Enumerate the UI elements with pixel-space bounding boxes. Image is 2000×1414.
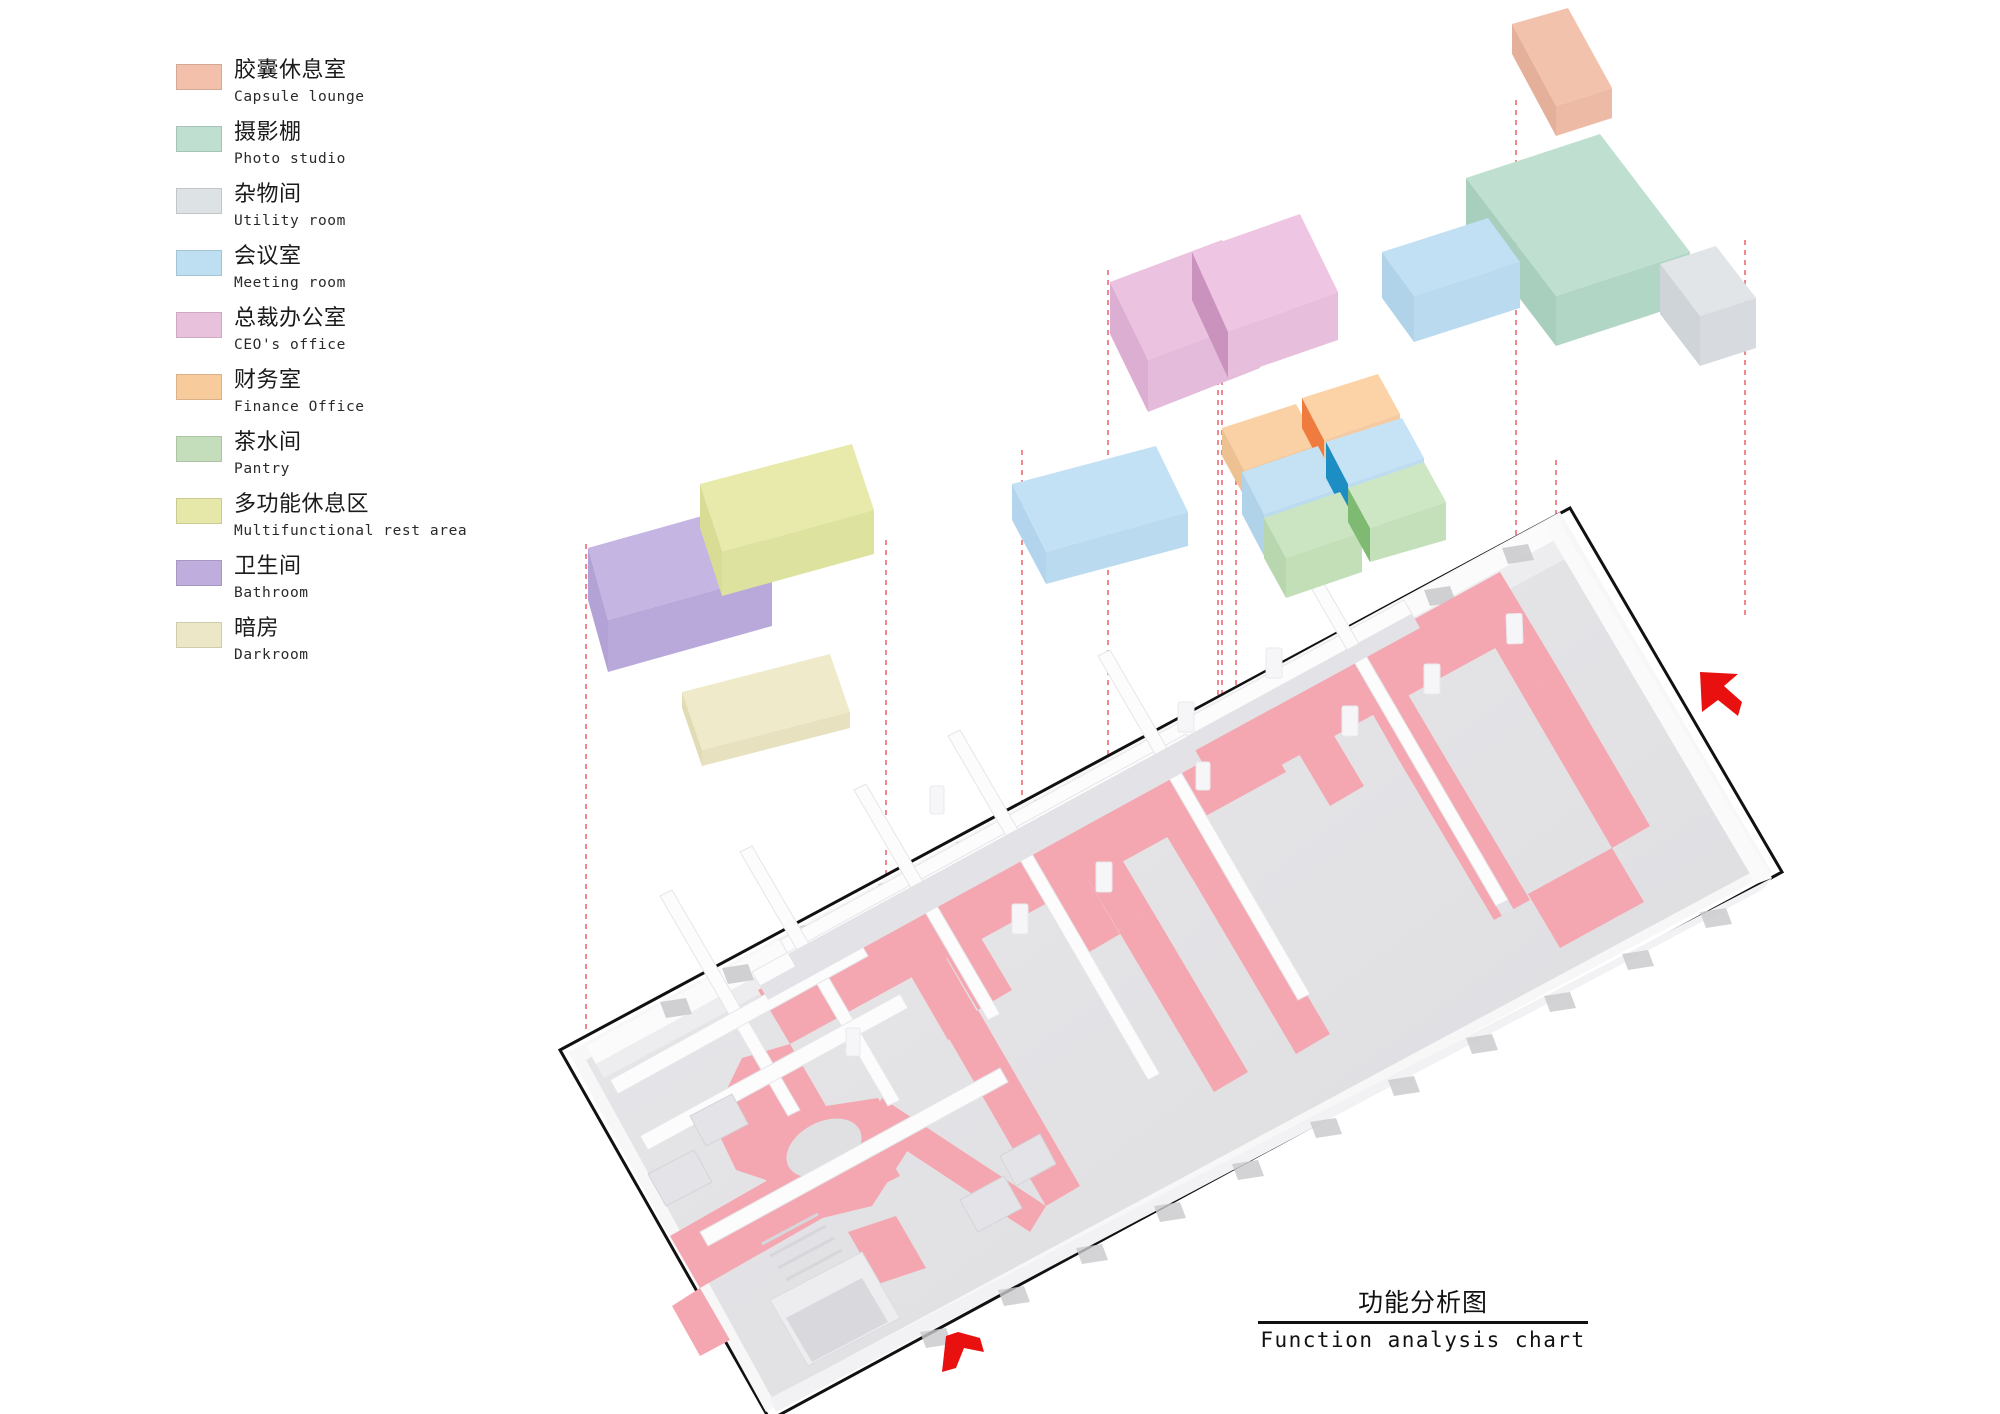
legend-label-cn: 多功能休息区 — [234, 492, 370, 517]
legend-swatch — [176, 188, 222, 214]
entrance-arrow-bottom — [942, 1332, 984, 1372]
legend-item: 总裁办公室 CEO's office — [176, 306, 516, 370]
legend-item: 财务室 Finance Office — [176, 368, 516, 432]
legend-item: 卫生间 Bathroom — [176, 554, 516, 618]
columns — [845, 613, 1524, 1057]
legend-item: 胶囊休息室 Capsule lounge — [176, 58, 516, 122]
legend-label-cn: 财务室 — [234, 368, 302, 393]
legend-label-cn: 总裁办公室 — [234, 306, 347, 331]
legend-label-en: Multifunctional rest area — [234, 523, 468, 539]
entrance-arrow-right — [1700, 672, 1742, 716]
legend-swatch — [176, 64, 222, 90]
legend-label-en: Bathroom — [234, 585, 309, 601]
floor-plan — [557, 505, 1785, 1414]
volume-multifunctional-rest-area — [700, 444, 874, 596]
legend-label-en: Meeting room — [234, 275, 346, 291]
legend-swatch — [176, 312, 222, 338]
volume-cluster-center — [1222, 374, 1446, 598]
legend-swatch — [176, 622, 222, 648]
volume-ceos-office-b — [1192, 214, 1338, 378]
legend-label-cn: 胶囊休息室 — [234, 58, 347, 83]
legend-label-cn: 摄影棚 — [234, 120, 302, 145]
legend-item: 杂物间 Utility room — [176, 182, 516, 246]
volume-capsule-lounge — [1512, 8, 1612, 136]
legend-label-en: Utility room — [234, 213, 346, 229]
facade-openings-lower — [920, 908, 1732, 1348]
legend-swatch — [176, 560, 222, 586]
legend-label-cn: 会议室 — [234, 244, 302, 269]
volume-meeting-room-left — [1012, 446, 1188, 584]
legend-swatch — [176, 498, 222, 524]
legend-label-cn: 杂物间 — [234, 182, 302, 207]
title-block: 功能分析图 Function analysis chart — [1258, 1288, 1588, 1354]
volume-utility-room — [1660, 246, 1756, 366]
volume-darkroom — [682, 654, 850, 766]
legend-item: 摄影棚 Photo studio — [176, 120, 516, 184]
legend-label-en: Darkroom — [234, 647, 309, 663]
title-rule — [1258, 1321, 1588, 1324]
legend-swatch — [176, 374, 222, 400]
legend-label-en: Pantry — [234, 461, 290, 477]
legend-label-cn: 卫生间 — [234, 554, 302, 579]
legend-label-cn: 暗房 — [234, 616, 280, 641]
legend-swatch — [176, 250, 222, 276]
legend-item: 多功能休息区 Multifunctional rest area — [176, 492, 516, 556]
fixtures — [647, 1093, 1057, 1233]
legend-label-en: Photo studio — [234, 151, 346, 167]
legend-label-cn: 茶水间 — [234, 430, 302, 455]
stairwell — [769, 1251, 901, 1367]
legend-label-en: Capsule lounge — [234, 89, 365, 105]
legend-label-en: Finance Office — [234, 399, 365, 415]
legend-swatch — [176, 436, 222, 462]
circulation-corridor — [670, 572, 1650, 1356]
title-english: Function analysis chart — [1260, 1328, 1586, 1352]
legend: 胶囊休息室 Capsule lounge 摄影棚 Photo studio 杂物间 Uti… — [176, 58, 516, 680]
legend-swatch — [176, 126, 222, 152]
legend-item: 会议室 Meeting room — [176, 244, 516, 308]
legend-item: 暗房 Darkroom — [176, 616, 516, 680]
title-chinese: 功能分析图 — [1357, 1288, 1488, 1317]
legend-label-en: CEO's office — [234, 337, 346, 353]
volume-meeting-room-right — [1382, 218, 1520, 342]
legend-item: 茶水间 Pantry — [176, 430, 516, 494]
